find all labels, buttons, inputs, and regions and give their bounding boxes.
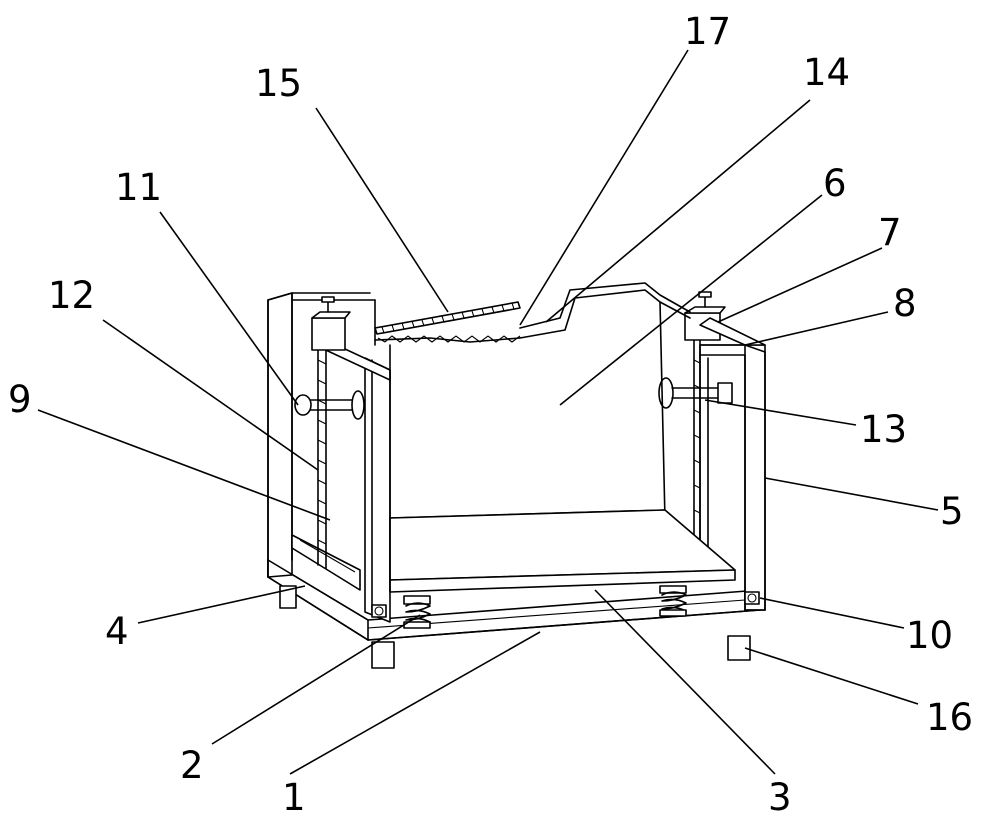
label-17: 17: [684, 10, 731, 53]
label-12: 12: [48, 274, 95, 317]
leader-14: [545, 99, 811, 323]
label-14: 14: [803, 51, 850, 94]
label-15: 15: [255, 62, 302, 105]
label-1: 1: [282, 776, 306, 819]
leader-lines: [37, 49, 939, 775]
leader-9: [37, 409, 331, 521]
label-3: 3: [768, 776, 792, 819]
top-comb: [374, 301, 521, 335]
left-front-post: [364, 357, 391, 623]
leader-17: [519, 49, 689, 326]
label-2: 2: [180, 744, 204, 787]
leader-15: [315, 107, 449, 313]
bolt-right: [744, 591, 760, 605]
leader-12: [102, 319, 319, 471]
label-10: 10: [906, 614, 953, 657]
leader-13: [704, 399, 857, 426]
springs: [403, 585, 687, 629]
label-6: 6: [823, 162, 847, 205]
label-5: 5: [940, 490, 964, 533]
right-screw-rod: [693, 339, 701, 561]
feet: [279, 585, 751, 669]
pivot-bolts: [371, 591, 760, 618]
leader-1: [289, 631, 541, 775]
container-panel: [374, 282, 691, 521]
foot-right-front: [727, 635, 751, 661]
right-clamp-knob: [658, 377, 733, 409]
leader-10: [759, 597, 905, 629]
spring-right: [659, 585, 687, 617]
left-clamp-knob: [294, 390, 365, 420]
leader-2: [211, 614, 421, 745]
label-7: 7: [878, 211, 902, 254]
leader-3: [594, 589, 776, 775]
leader-6: [559, 194, 823, 406]
left-top-clamp: [311, 296, 351, 351]
foot-left-front: [371, 641, 395, 669]
label-13: 13: [860, 408, 907, 451]
leader-11: [159, 211, 299, 406]
callout-labels: 1 2 3 4 5 6 7 8 9 10 11 12 13 14 15 16 1…: [8, 10, 973, 819]
bolt-left: [371, 604, 387, 618]
foot-left-rear: [279, 585, 297, 609]
tray-plate: [389, 509, 736, 593]
label-11: 11: [115, 166, 162, 209]
leader-7: [717, 247, 883, 323]
label-4: 4: [105, 610, 129, 653]
left-screw-rod: [317, 344, 327, 569]
leader-16: [744, 647, 919, 705]
serrated-edge: [377, 335, 521, 343]
label-9: 9: [8, 378, 32, 421]
label-8: 8: [893, 282, 917, 325]
label-16: 16: [926, 696, 973, 739]
leader-4: [137, 585, 306, 624]
leader-8: [744, 311, 889, 346]
leader-5: [764, 477, 939, 511]
